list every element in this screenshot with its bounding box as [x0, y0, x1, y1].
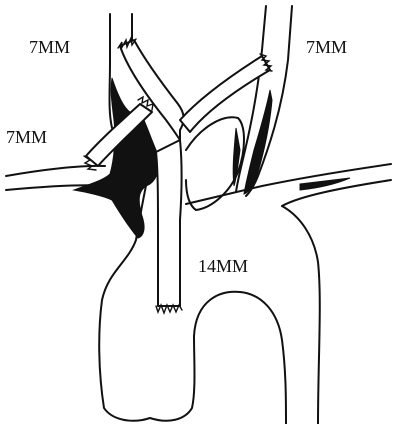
graft-main-trunk [156, 140, 182, 313]
label-center: 14MM [198, 256, 248, 276]
label-top-right: 7MM [306, 37, 347, 57]
label-top-left: 7MM [29, 37, 70, 57]
shaded-tissue-right [233, 90, 350, 194]
right-neck-vessel [236, 6, 292, 196]
label-mid-left: 7MM [6, 127, 47, 147]
graft-right-limb [180, 54, 272, 132]
aortic-outline [99, 164, 391, 424]
